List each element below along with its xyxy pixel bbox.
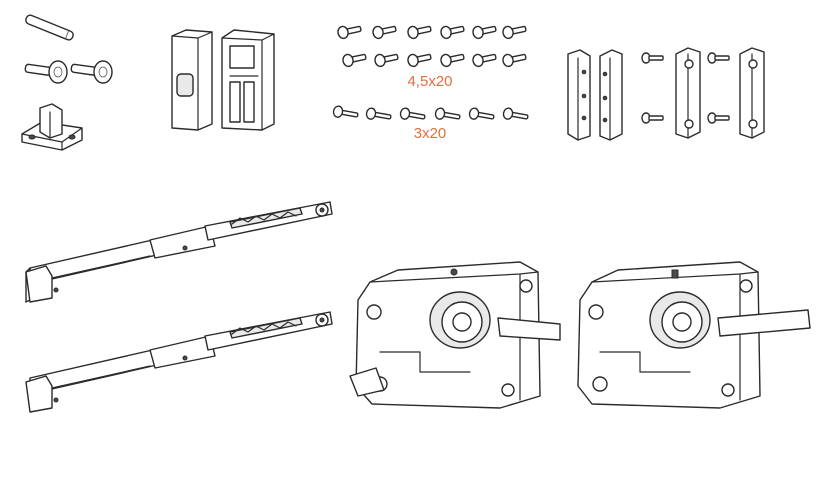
screw-icon <box>472 25 497 40</box>
roller-carriage-icon <box>577 261 811 409</box>
screw-icon <box>434 107 461 120</box>
screw-icon <box>342 53 367 68</box>
screw-size-label-small: 3x20 <box>413 125 447 142</box>
screw-group-large <box>337 25 527 68</box>
screw-icon <box>502 25 527 40</box>
soft-close-damper-icon <box>25 201 333 303</box>
soft-close-damper-icon <box>25 311 333 413</box>
screw-icon <box>502 53 527 68</box>
pin-icon <box>25 14 74 41</box>
roller-carriage-icon <box>349 261 561 409</box>
screw-icon <box>399 107 426 120</box>
screw-icon <box>407 25 432 40</box>
floor-guide-icon <box>21 103 83 151</box>
screw-icon <box>374 53 399 68</box>
stud-icon <box>24 60 113 84</box>
screw-icon <box>502 107 529 120</box>
end-cap-icon <box>171 29 213 131</box>
screw-icon <box>337 25 362 40</box>
spacer-block-icon <box>641 47 765 139</box>
screw-icon <box>332 105 359 118</box>
guide-bracket-icon <box>221 29 275 131</box>
screw-icon <box>407 53 432 68</box>
screw-icon <box>468 107 495 120</box>
connector-plate-icon <box>567 49 623 141</box>
screw-icon <box>472 53 497 68</box>
screw-size-label-large: 4,5x20 <box>407 73 453 90</box>
screw-group-small <box>332 105 529 120</box>
screw-icon <box>440 53 465 68</box>
screw-icon <box>365 107 392 120</box>
screw-icon <box>372 25 397 40</box>
screw-icon <box>440 25 465 40</box>
